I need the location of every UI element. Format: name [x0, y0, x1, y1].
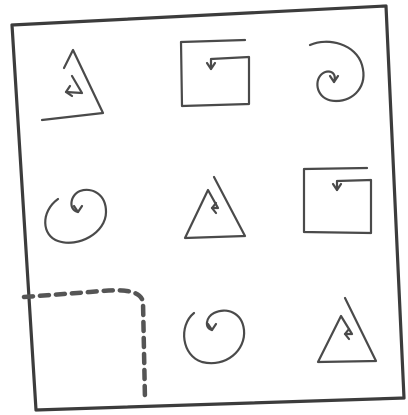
square-spiral-icon — [304, 168, 371, 233]
triangle-spiral-icon — [185, 177, 245, 238]
round-spiral-icon — [45, 190, 106, 243]
cell-r1c2 — [181, 40, 249, 106]
cell-r1c3 — [310, 42, 363, 101]
square-spiral-icon — [181, 40, 249, 106]
round-spiral-icon — [310, 42, 363, 101]
round-spiral-icon — [184, 311, 244, 364]
cell-r2c2 — [185, 177, 245, 238]
arrow-head-icon — [66, 86, 72, 96]
cell-r3c1-missing — [24, 290, 145, 400]
cell-r3c3 — [318, 298, 376, 362]
triangle-spiral-icon — [42, 50, 103, 120]
puzzle-frame — [12, 6, 404, 410]
cell-r1c1 — [42, 50, 103, 120]
cell-r3c2 — [184, 311, 244, 364]
cell-r2c1 — [45, 190, 106, 243]
missing-piece-placeholder — [24, 290, 145, 400]
cell-r2c3 — [304, 168, 371, 233]
